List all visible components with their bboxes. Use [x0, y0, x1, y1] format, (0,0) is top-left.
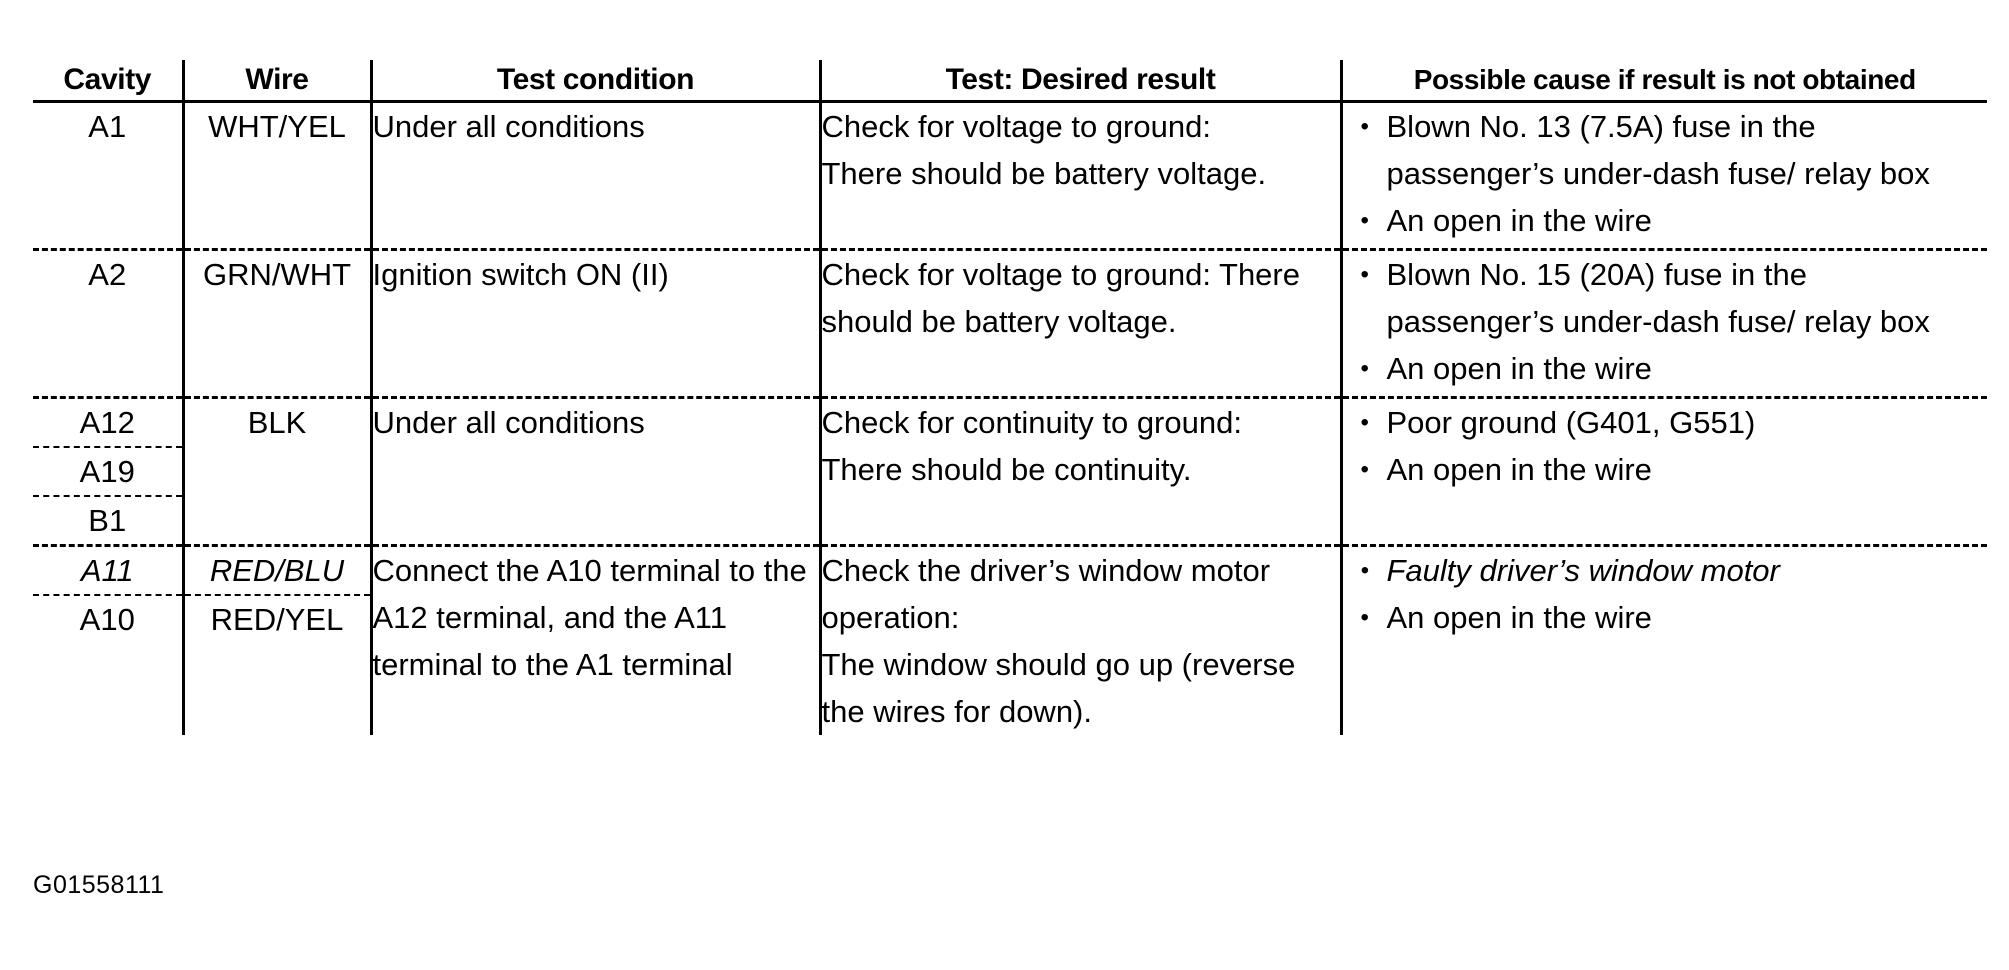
cell-cavity: A11 A10	[33, 546, 183, 736]
cell-possible-cause: Blown No. 13 (7.5A) fuse in the passenge…	[1339, 101, 1988, 251]
cell-wire: RED/BLU RED/YEL	[181, 545, 371, 735]
list-item: Blown No. 15 (20A) fuse in the passenger…	[1357, 251, 1980, 345]
list-item: Poor ground (G401, G551)	[1357, 399, 1980, 446]
table-row: A12 A19 B1 BLK Under all conditions Chec…	[33, 397, 1988, 547]
table-header-row: Cavity Wire Test condition Test: Desired…	[33, 60, 1987, 103]
cavity-value: A1	[88, 109, 127, 144]
cell-possible-cause: Poor ground (G401, G551) An open in the …	[1339, 397, 1988, 547]
cell-wire: WHT/YEL	[181, 101, 371, 251]
wire-value: BLK	[247, 405, 307, 440]
column-header-possible-cause: Possible cause if result is not obtained	[1339, 60, 1987, 103]
cavity-value: A19	[33, 448, 182, 497]
cell-desired-result: Check the driver’s window motor operatio…	[818, 545, 1341, 735]
cell-cavity: A1	[33, 101, 183, 251]
list-item: Faulty driver’s window motor	[1357, 547, 1980, 594]
table-row: A11 A10 RED/BLU RED/YEL Connect the A10 …	[33, 545, 1988, 736]
cell-possible-cause: Blown No. 15 (20A) fuse in the passenger…	[1339, 249, 1988, 399]
column-header-desired-result: Test: Desired result	[818, 60, 1341, 103]
cause-list: Faulty driver’s window motor An open in …	[1343, 547, 1988, 641]
cell-test-condition: Under all conditions	[369, 397, 820, 547]
wire-value: RED/BLU	[184, 547, 370, 596]
wire-value: GRN/WHT	[202, 257, 352, 292]
cell-test-condition: Under all conditions	[369, 101, 820, 251]
cavity-value: B1	[88, 503, 127, 538]
wire-value: WHT/YEL	[208, 109, 346, 144]
cell-wire: BLK	[181, 397, 371, 547]
figure-caption: G01558111	[33, 871, 165, 899]
pin-test-table: Cavity Wire Test condition Test: Desired…	[33, 60, 1987, 735]
cell-desired-result: Check for voltage to ground: There shoul…	[818, 101, 1341, 251]
list-item: Blown No. 13 (7.5A) fuse in the passenge…	[1357, 103, 1980, 197]
cell-desired-result: Check for voltage to ground: There shoul…	[818, 249, 1341, 399]
cause-list: Poor ground (G401, G551) An open in the …	[1343, 399, 1988, 493]
cell-wire: GRN/WHT	[181, 249, 371, 399]
column-header-wire: Wire	[181, 60, 371, 103]
cell-desired-result: Check for continuity to ground: There sh…	[818, 397, 1341, 547]
list-item: An open in the wire	[1357, 446, 1980, 493]
table-row: A2 GRN/WHT Ignition switch ON (II) Check…	[33, 249, 1988, 399]
cavity-value: A11	[33, 547, 182, 596]
cell-cavity: A2	[33, 249, 183, 399]
list-item: An open in the wire	[1357, 594, 1980, 641]
cavity-value: A2	[88, 257, 127, 292]
cell-cavity: A12 A19 B1	[33, 397, 183, 547]
table-row: A1 WHT/YEL Under all conditions Check fo…	[33, 101, 1988, 251]
cell-test-condition: Connect the A10 terminal to the A12 term…	[369, 545, 820, 735]
cause-list: Blown No. 15 (20A) fuse in the passenger…	[1343, 251, 1988, 392]
cavity-value: A12	[33, 399, 182, 448]
cell-test-condition: Ignition switch ON (II)	[369, 249, 820, 399]
list-item: An open in the wire	[1357, 197, 1980, 244]
list-item: An open in the wire	[1357, 345, 1980, 392]
cell-possible-cause: Faulty driver’s window motor An open in …	[1339, 545, 1988, 735]
column-header-cavity: Cavity	[33, 60, 183, 103]
cavity-value: A10	[79, 602, 135, 637]
wire-value: RED/YEL	[210, 602, 344, 637]
cause-list: Blown No. 13 (7.5A) fuse in the passenge…	[1343, 103, 1988, 244]
column-header-test-condition: Test condition	[369, 60, 820, 103]
